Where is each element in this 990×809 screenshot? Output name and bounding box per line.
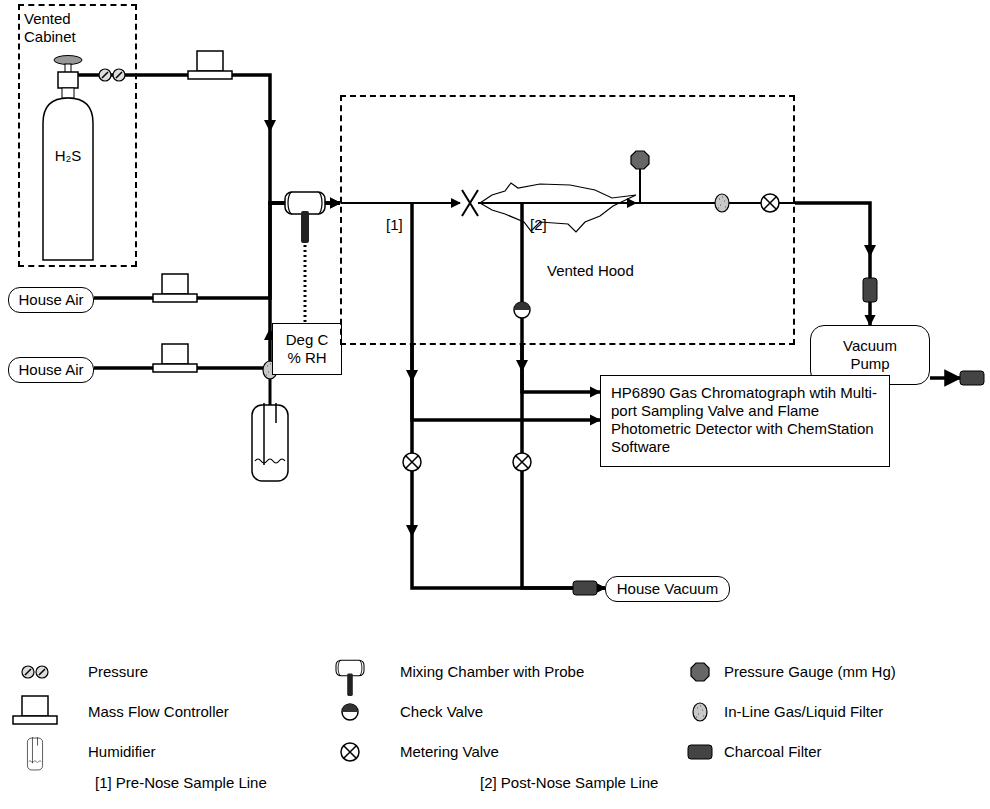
pressure-gauge [631, 151, 649, 169]
pipe [341, 202, 460, 204]
node-label: Deg C % RH [282, 331, 332, 367]
vented-hood: Vented Hood [340, 95, 795, 345]
legend-gauge-symbol [691, 663, 709, 681]
mass-flow-controller [153, 344, 197, 372]
charcoal-filter [960, 371, 984, 385]
pipe-connector [522, 345, 605, 588]
pipe-connector [795, 203, 870, 325]
legend-entry: Metering Valve [400, 743, 499, 761]
gas-cylinder: H₂S [40, 55, 96, 262]
legend-text: Mixing Chamber with Probe [400, 663, 584, 680]
node-label: House Air [18, 361, 83, 379]
legend-humidifier-symbol [27, 737, 42, 770]
air-source: House Air [8, 287, 94, 313]
mixing-chamber [285, 192, 325, 243]
valve-handle [54, 56, 82, 65]
inline-filter [715, 194, 729, 212]
legend-text: Metering Valve [400, 743, 499, 760]
legend-charcoal-symbol [688, 745, 712, 759]
pipe-connector [412, 345, 605, 588]
pipe [478, 202, 636, 204]
legend-mixing-chamber-symbol [336, 660, 364, 696]
legend-entry: Check Valve [400, 703, 483, 721]
legend-metering-valve-symbol [341, 743, 359, 761]
flow-arrow [406, 370, 418, 382]
cylinder-neck [62, 88, 74, 98]
legend-filter-symbol [693, 703, 707, 721]
outlet-pipe [78, 73, 96, 77]
node-label: Vented Hood [547, 262, 793, 280]
legend-text: Pressure Gauge (mm Hg) [724, 663, 896, 680]
node-label: House Air [18, 291, 83, 309]
legend-entry: Pressure Gauge (mm Hg) [724, 663, 896, 681]
humidifier [252, 403, 288, 481]
pipe-connector [522, 345, 600, 392]
pipe-connector [96, 75, 340, 203]
pressure-symbol [99, 69, 125, 81]
flow-arrow [516, 360, 528, 372]
nose-cone [462, 190, 478, 216]
house-vacuum: House Vacuum [605, 576, 730, 602]
legend-entry: Mass Flow Controller [88, 703, 229, 721]
air-source: House Air [8, 357, 94, 383]
mass-flow-controller [188, 51, 232, 79]
sensor-readout: Deg C % RH [272, 323, 342, 375]
footnote: [2] Post-Nose Sample Line [480, 774, 658, 792]
legend-check-valve-symbol [342, 704, 358, 720]
legend-entry: Charcoal Filter [724, 743, 822, 761]
legend-mfc-symbol [13, 696, 57, 724]
callout-number: [2] [530, 216, 547, 234]
metering-valve [513, 453, 531, 471]
legend-entry: Pressure [88, 663, 148, 681]
pipe [269, 376, 272, 405]
charcoal-filter [863, 278, 877, 302]
check-valve [514, 302, 530, 318]
legend-text: Check Valve [400, 703, 483, 720]
legend-pressure-symbol [22, 666, 48, 678]
flow-arrow [864, 245, 876, 257]
pipe-connector [412, 345, 600, 420]
post-nose-pipe [520, 203, 524, 345]
cylinder-body [43, 98, 93, 260]
flow-arrow [264, 120, 276, 132]
footnote: [1] Pre-Nose Sample Line [95, 774, 267, 792]
gauge-stem [639, 168, 641, 203]
probe-signal-line [304, 245, 307, 322]
node-label: House Vacuum [617, 580, 718, 598]
metering-valve [761, 194, 779, 212]
charcoal-filter [573, 581, 597, 595]
rat-outline [480, 183, 636, 232]
metering-valve [403, 453, 421, 471]
node-label: Vented Cabinet [24, 10, 86, 46]
vented-cabinet: Vented CabinetH₂S [18, 4, 137, 267]
pre-nose-pipe [410, 203, 414, 345]
legend-text: In-Line Gas/Liquid Filter [724, 703, 883, 720]
legend-text: Mass Flow Controller [88, 703, 229, 720]
exhaust-pipe [930, 376, 960, 380]
legend-entry: Mixing Chamber with Probe [400, 663, 584, 681]
flow-arrow [406, 525, 418, 537]
legend-text: Pressure [88, 663, 148, 680]
gas-chromatograph: HP6890 Gas Chromatograph wtih Multi-port… [600, 375, 890, 467]
legend-entry: Humidifier [88, 743, 156, 761]
callout-number: [1] [386, 216, 403, 234]
valve-body [58, 72, 78, 88]
legend-text: Humidifier [88, 743, 156, 760]
node-label: Vacuum Pump [834, 337, 906, 373]
node-label: HP6890 Gas Chromatograph wtih Multi-port… [611, 384, 879, 456]
node-label: H₂S [40, 147, 96, 165]
mass-flow-controller [153, 274, 197, 302]
legend-text: Charcoal Filter [724, 743, 822, 760]
legend-entry: In-Line Gas/Liquid Filter [724, 703, 883, 721]
